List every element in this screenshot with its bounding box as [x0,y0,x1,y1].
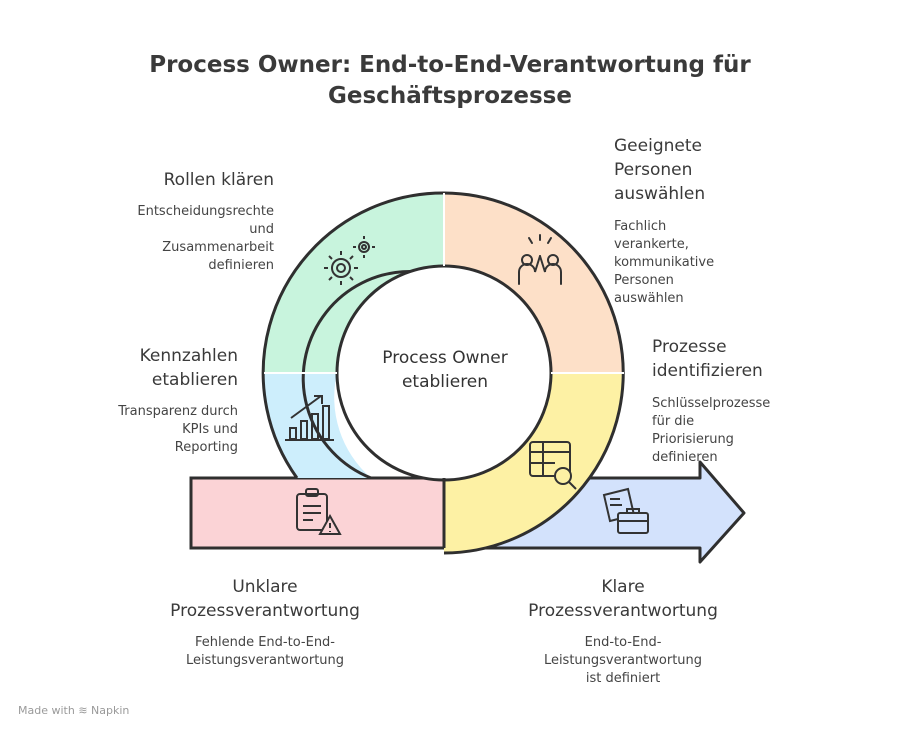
personen-segment [444,193,624,373]
page-title: Process Owner: End-to-End-Verantwortung … [0,50,900,112]
bar-chart-icon [285,395,334,441]
napkin-logo-icon: ≋ [78,704,88,717]
kennzahlen-title: Kennzahlen etablieren [139,346,238,390]
prozesse-desc: Schlüsselprozesse für die Priorisierung … [652,396,771,465]
rollen-title: Rollen klären [163,170,274,190]
title-line-1: Process Owner: End-to-End-Verantwortung … [149,52,751,78]
title-line-2: Geschäftsprozesse [328,83,572,109]
briefcase-documents-icon [602,487,649,534]
clipboard-warning-icon [296,488,342,535]
personen-title: Geeignete Personen auswählen [614,136,706,204]
unklar-title: Unklare Prozessverantwortung [170,577,360,621]
rollen-desc: Entscheidungsrechte und Zusammenarbeit d… [137,204,274,273]
center-label-line-1: Process Owner [382,348,508,368]
footer-brand: Napkin [91,704,130,717]
footer-text: Made with [18,704,75,717]
ring-outer-outline [261,191,625,555]
klar-desc: End-to-End- Leistungsverantwortung ist d… [543,635,703,686]
personen-desc: Fachlich verankerte, kommunikative Perso… [614,219,715,306]
kennzahlen-desc: Transparenz durch KPIs und Reporting [118,404,238,455]
high-five-icon [518,234,562,285]
unklar-desc: Fehlende End-to-End- Leistungsverantwort… [185,635,345,668]
gears-icon [324,236,375,285]
table-search-icon [529,441,577,490]
prozesse-title: Prozesse identifizieren [652,337,763,381]
center-label-line-2: etablieren [401,372,489,392]
klar-title: Klare Prozessverantwortung [528,577,718,621]
center-label: Process Owner etablieren [345,346,545,394]
footer: Made with ≋ Napkin [18,704,129,717]
rollen-segment [264,193,444,373]
